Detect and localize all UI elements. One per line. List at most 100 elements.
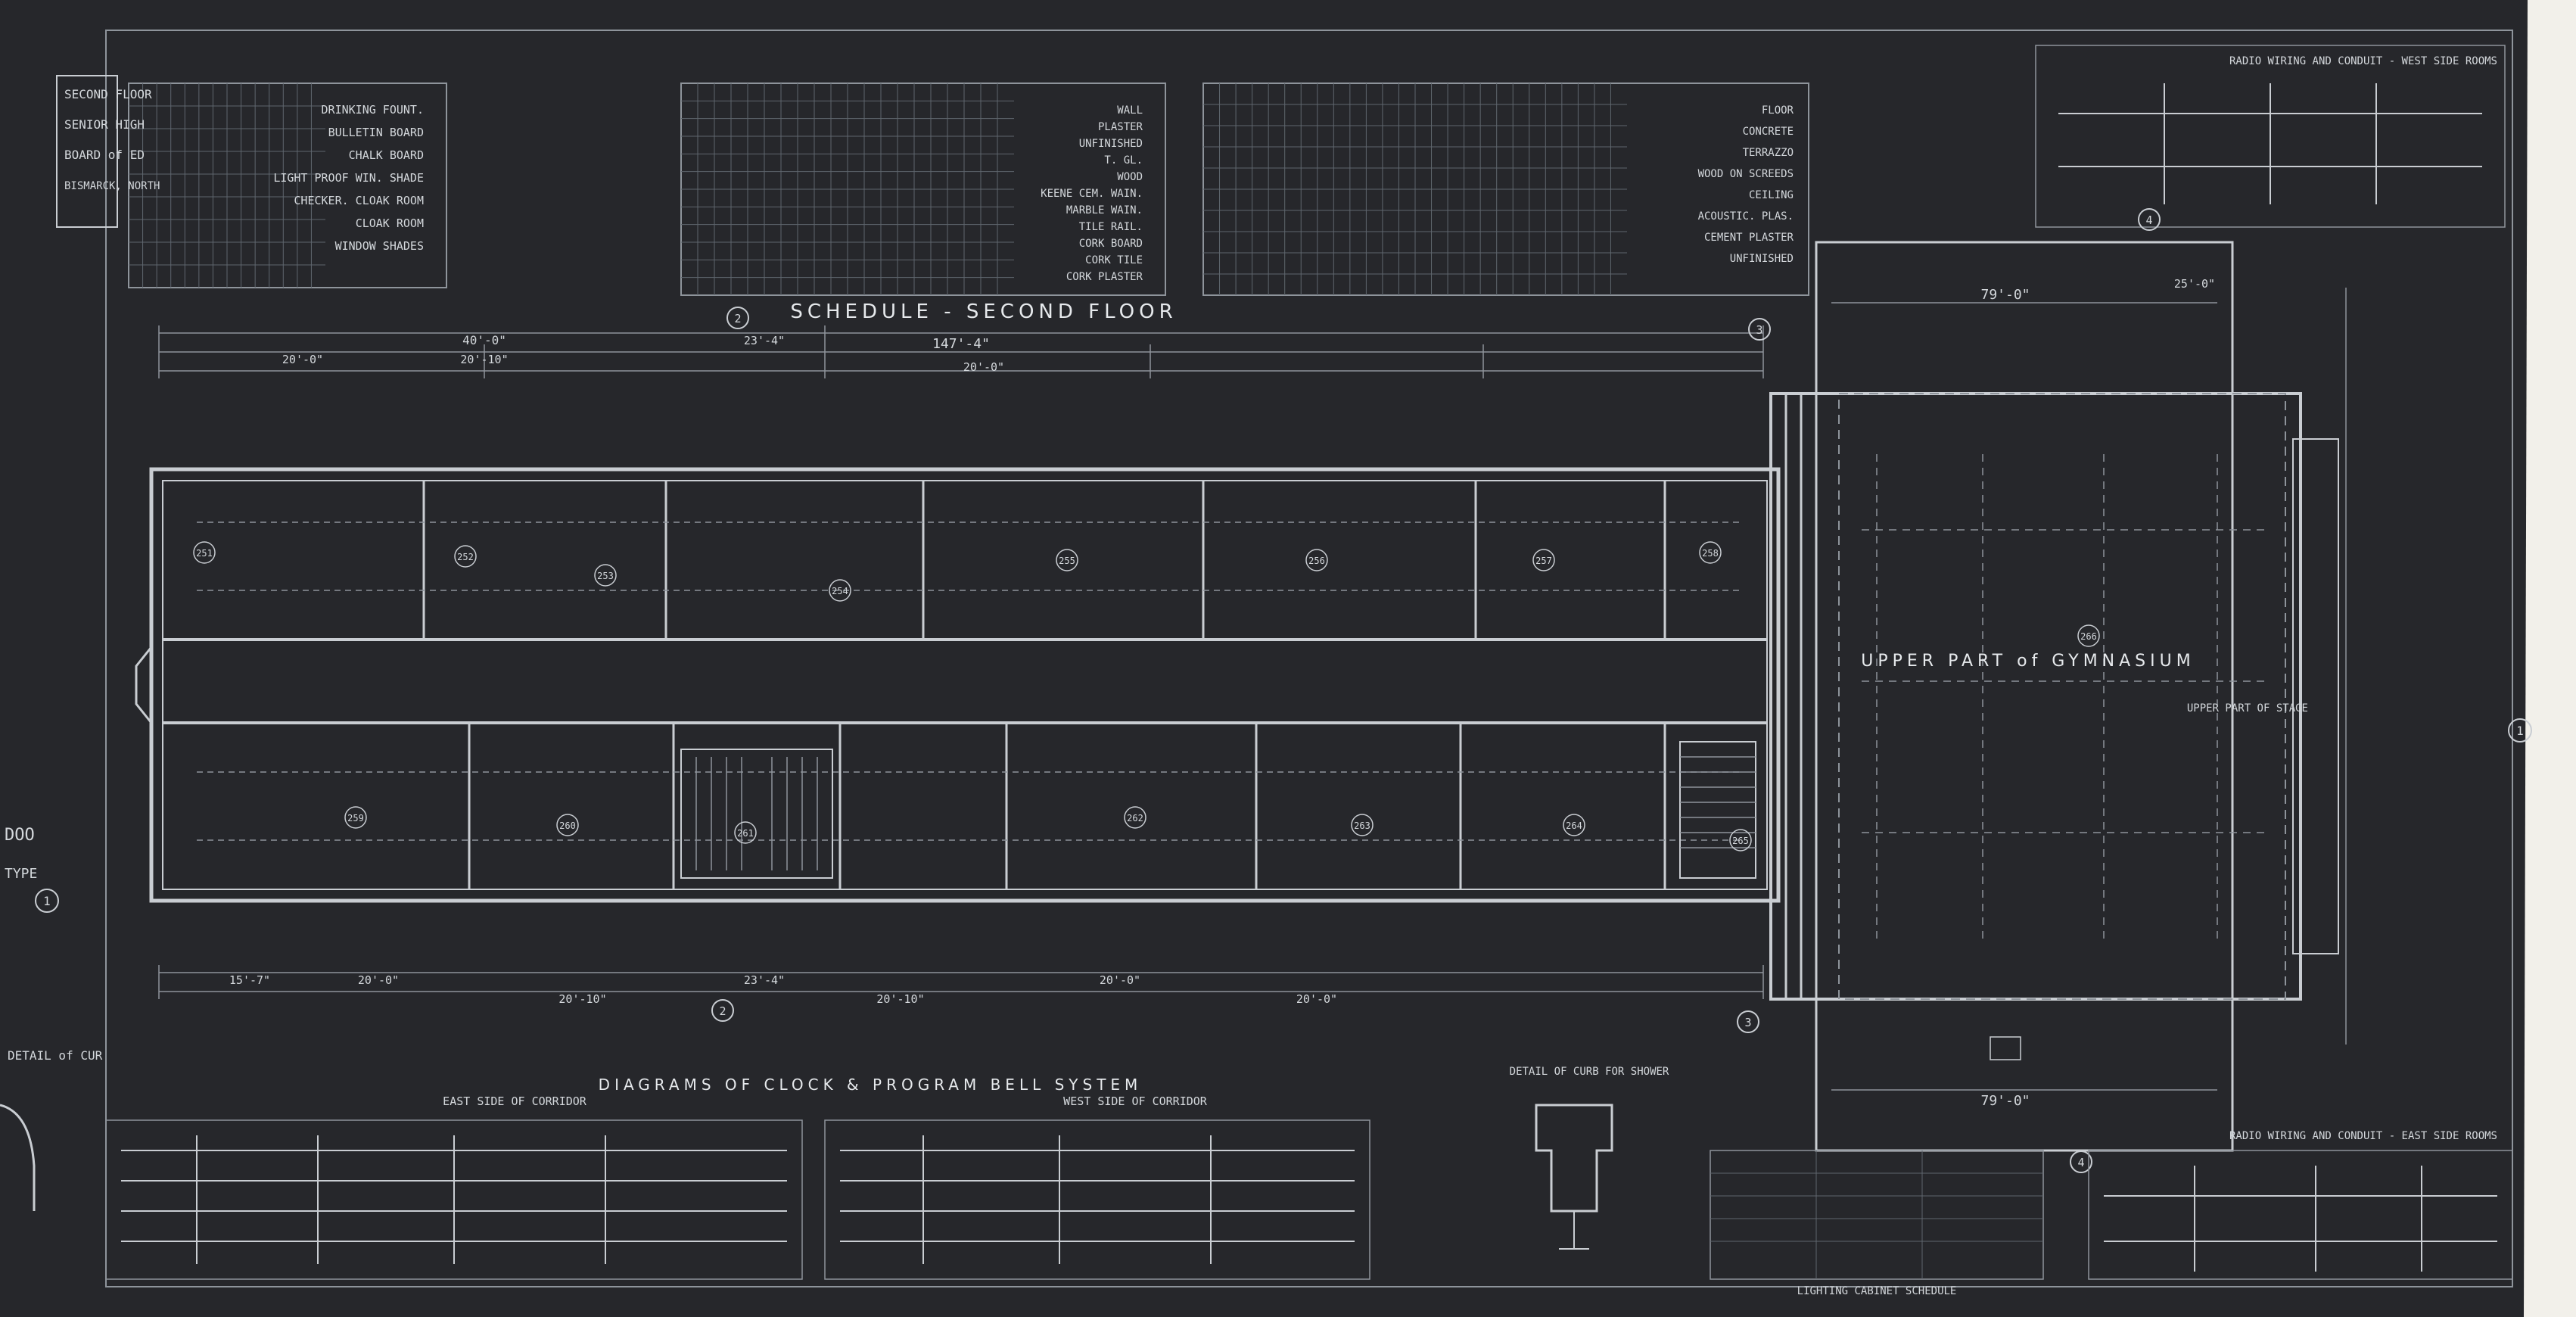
- radio-wiring-west-diagram: RADIO WIRING AND CONDUIT - WEST SIDE ROO…: [2035, 45, 2506, 228]
- room-number: 258: [1702, 548, 1719, 559]
- grid-marker-left: 1: [35, 889, 59, 913]
- room-number: 266: [2080, 631, 2097, 642]
- dim-top-a: 40'-0": [462, 333, 506, 347]
- schedule-title: SCHEDULE - SECOND FLOOR: [790, 300, 1177, 323]
- dim-gym-bot: 79'-0": [1980, 1093, 2030, 1109]
- dim-bot-b: 20'-0": [358, 973, 399, 987]
- schedule-floor-row: UNFINISHED: [1730, 253, 1794, 265]
- grid-marker-bottom-3: 3: [1737, 1010, 1759, 1033]
- dim-top-b: 20'-0": [282, 353, 323, 366]
- grid-marker-right: 1: [2508, 718, 2532, 743]
- east-corridor-label: EAST SIDE OF CORRIDOR: [443, 1094, 587, 1108]
- schedule-wall-row: WOOD: [1117, 171, 1143, 183]
- schedule-floor-row: TERRAZZO: [1743, 147, 1794, 159]
- sheet-border: [105, 30, 2513, 1287]
- schedule-left-row: CHECKER. CLOAK ROOM: [294, 194, 424, 207]
- bell-diagram-west: WEST SIDE OF CORRIDOR: [824, 1094, 1370, 1280]
- dim-top-c: 20'-10": [460, 353, 508, 366]
- dim-bot-e: 20'-10": [876, 992, 924, 1006]
- dim-gym-side: 25'-0": [2174, 277, 2215, 291]
- classroom-wing-plan: [135, 467, 1781, 903]
- svg-text:2: 2: [734, 312, 741, 325]
- dim-bot-f: 20'-0": [1100, 973, 1140, 987]
- room-number: 264: [1566, 820, 1582, 831]
- grid-marker-bottom-4: 4: [2070, 1150, 2092, 1173]
- schedule-wall-row: KEENE CEM. WAIN.: [1041, 188, 1143, 200]
- gymnasium-plan: UPPER PART of GYMNASIUM UPPER PART OF ST…: [1769, 241, 2347, 1152]
- schedule-grid-right: FLOOR CONCRETE TERRAZZO WOOD ON SCREEDS …: [1202, 83, 1809, 296]
- room-numbers: 251 252 253 254 255 256 257 258 259 260 …: [193, 541, 2100, 852]
- title-block-line: SECOND FLOOR: [64, 87, 152, 101]
- room-number: 265: [1732, 836, 1749, 846]
- schedule-wall-row: CORK TILE: [1085, 254, 1143, 266]
- title-block-line: BOARD of ED: [64, 148, 145, 162]
- schedule-left-row: DRINKING FOUNT.: [322, 103, 424, 117]
- dim-top-e: 23'-4": [744, 334, 785, 347]
- dim-bot-g: 20'-0": [1296, 992, 1337, 1006]
- shower-curb-label: DETAIL OF CURB FOR SHOWER: [1510, 1066, 1669, 1078]
- room-number: 255: [1059, 556, 1075, 566]
- svg-text:1: 1: [43, 894, 51, 908]
- schedule-left-row: CLOAK ROOM: [356, 216, 424, 230]
- dim-top-d: 20'-0": [963, 360, 1004, 374]
- title-block-line: BISMARCK, NORTH: [64, 180, 160, 192]
- schedule-floor-row: CEMENT PLASTER: [1704, 232, 1794, 244]
- west-corridor-label: WEST SIDE OF CORRIDOR: [1063, 1094, 1208, 1108]
- door-label: DOO: [5, 826, 35, 845]
- dim-bot-c: 20'-10": [558, 992, 606, 1006]
- lighting-cabinet-schedule: LIGHTING CABINET SCHEDULE: [1710, 1150, 2044, 1297]
- room-number: 257: [1535, 556, 1552, 566]
- schedule-grid-center: WALL PLASTER UNFINISHED T. GL. WOOD KEEN…: [680, 83, 1166, 296]
- schedule-left-row: BULLETIN BOARD: [328, 126, 424, 139]
- schedule-grid-left: DRINKING FOUNT. BULLETIN BOARD CHALK BOA…: [128, 83, 447, 288]
- room-number: 256: [1308, 556, 1325, 566]
- svg-text:1: 1: [2516, 724, 2524, 738]
- schedule-floor-row: FLOOR: [1762, 104, 1794, 117]
- schedule-wall-row: MARBLE WAIN.: [1066, 204, 1143, 216]
- schedule-floor-row: WOOD ON SCREEDS: [1698, 168, 1794, 180]
- radio-wiring-west-title: RADIO WIRING AND CONDUIT - WEST SIDE ROO…: [2229, 55, 2497, 67]
- room-number: 259: [347, 813, 364, 824]
- title-block: SECOND FLOOR SENIOR HIGH BOARD of ED BIS…: [56, 75, 160, 228]
- bell-diagram-east: EAST SIDE OF CORRIDOR: [105, 1094, 803, 1280]
- room-number: 263: [1354, 820, 1370, 831]
- lighting-schedule-title: LIGHTING CABINET SCHEDULE: [1797, 1285, 1957, 1297]
- dim-bot-d: 23'-4": [744, 973, 785, 987]
- schedule-left-row: LIGHT PROOF WIN. SHADE: [273, 171, 424, 185]
- title-block-line: SENIOR HIGH: [64, 117, 145, 132]
- svg-text:4: 4: [2145, 213, 2152, 227]
- stage-label: UPPER PART OF STAGE: [2187, 702, 2308, 715]
- radio-wiring-east-title: RADIO WIRING AND CONDUIT - EAST SIDE ROO…: [2229, 1130, 2497, 1142]
- schedule-wall-row: CORK BOARD: [1079, 238, 1143, 250]
- schedule-floor-row: CONCRETE: [1743, 126, 1794, 138]
- stair-east: [1679, 741, 1756, 879]
- stair-west: [680, 749, 833, 879]
- svg-text:3: 3: [1744, 1016, 1751, 1029]
- room-number: 253: [597, 571, 614, 581]
- grid-marker-top-2: 2: [726, 307, 749, 329]
- dim-top-long: 147'-4": [932, 336, 990, 352]
- dim-bot-a: 15'-7": [229, 973, 270, 987]
- schedule-floor-row: CEILING: [1749, 189, 1794, 201]
- schedule-left-row: WINDOW SHADES: [335, 239, 424, 253]
- svg-text:4: 4: [2077, 1156, 2084, 1169]
- schedule-wall-row: PLASTER: [1098, 121, 1143, 133]
- type-label: TYPE: [5, 866, 37, 882]
- schedule-wall-row: UNFINISHED: [1079, 138, 1143, 150]
- room-number: 260: [559, 820, 576, 831]
- schedule-floor-row: ACOUSTIC. PLAS.: [1698, 210, 1794, 223]
- schedule-wall-row: WALL: [1117, 104, 1143, 117]
- room-number: 251: [196, 548, 213, 559]
- dim-gym-top: 79'-0": [1980, 287, 2030, 303]
- schedule-left-row: CHALK BOARD: [349, 148, 424, 162]
- grid-marker-top-4: 4: [2138, 208, 2161, 231]
- shower-curb-detail: DETAIL OF CURB FOR SHOWER: [1510, 1066, 1669, 1250]
- bell-diagram-title: DIAGRAMS OF CLOCK & PROGRAM BELL SYSTEM: [599, 1076, 1143, 1094]
- schedule-wall-row: T. GL.: [1104, 154, 1143, 167]
- room-number: 254: [832, 586, 848, 596]
- grid-marker-bottom-2: 2: [711, 999, 734, 1022]
- room-number: 262: [1127, 813, 1143, 824]
- svg-text:3: 3: [1756, 323, 1762, 337]
- radio-wiring-east-diagram: RADIO WIRING AND CONDUIT - EAST SIDE ROO…: [2088, 1130, 2513, 1280]
